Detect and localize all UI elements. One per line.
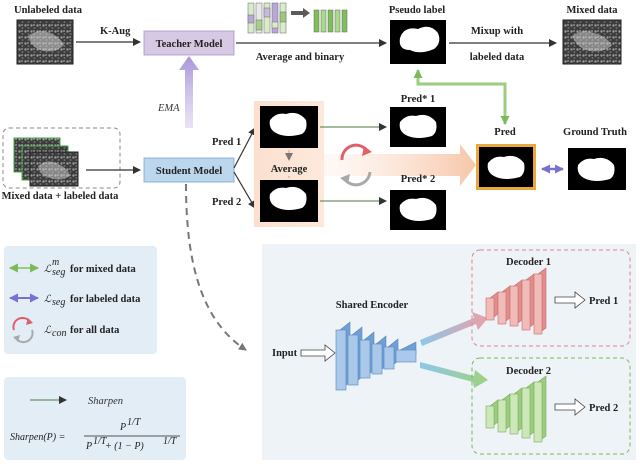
average-label: Average	[271, 164, 308, 175]
input-stack-images	[13, 137, 79, 187]
legend-seg-m-sub: seg	[52, 267, 65, 278]
legend-con-symbol: ℒ	[44, 325, 52, 336]
legend-seg-m-symbol: ℒ	[44, 264, 52, 275]
sharpen-den-a-exp: 1/T	[93, 436, 108, 447]
decoder2-blocks	[485, 375, 547, 443]
legend-box	[4, 246, 157, 354]
sharpen-numerator: P	[119, 422, 126, 433]
pred-image	[476, 144, 536, 190]
pred-star2-image	[390, 190, 446, 230]
ground-truth-image	[568, 148, 626, 190]
decoder1-box	[471, 249, 631, 347]
mixup-line1: Mixup with	[471, 26, 523, 37]
unlabeled-image	[16, 19, 74, 65]
input-arrow	[300, 344, 336, 362]
cycle-arrows-icon	[12, 316, 34, 344]
encoder-to-decoder1-arrow	[420, 312, 488, 346]
sharpen-den-a: P	[85, 441, 92, 452]
decoder2-box	[471, 357, 631, 455]
ema-label: EMA	[157, 103, 180, 114]
student-to-pred1-arrow	[233, 127, 256, 169]
input-label: Input	[272, 348, 298, 359]
kaug-label: K-Aug	[100, 26, 131, 37]
encoder-to-decoder2-arrow	[420, 362, 488, 388]
pred2-image	[260, 180, 318, 222]
input-group-box	[2, 127, 121, 189]
legend-item-seg-mixed: ℒ seg m for mixed data	[9, 257, 136, 278]
legend-seg-m-text: for mixed data	[70, 264, 136, 275]
average-bars-icon	[247, 2, 348, 34]
sharpen-box	[4, 377, 186, 460]
teacher-model-label: Teacher Model	[156, 39, 223, 50]
decoder1-label: Decoder 1	[506, 257, 551, 268]
legend-seg-m-sup: m	[52, 257, 59, 268]
mixed-data-image	[562, 19, 622, 65]
consistency-cycle-icon	[340, 143, 372, 187]
sharpen-lhs: Sharpen(P) =	[10, 432, 65, 443]
pred1-image	[260, 106, 318, 148]
decoder2-pred-label: Pred 2	[589, 403, 618, 414]
mixup-line2: labeled data	[470, 52, 525, 63]
sharpen-den-b: + (1 − P)	[105, 441, 144, 452]
unlabeled-data-label: Unlabeled data	[14, 5, 83, 16]
shared-encoder-blocks	[335, 321, 417, 391]
mixed-plus-labeled-label: Mixed data + labeled data	[2, 191, 120, 202]
legend-item-con: ℒ con for all data	[12, 316, 120, 344]
pseudo-label-image	[390, 20, 446, 64]
pseudo-to-pred-green-arrow	[413, 69, 510, 125]
ground-truth-title: Ground Truth	[563, 127, 627, 138]
student-to-pred2-arrow	[233, 171, 256, 209]
decoder2-label: Decoder 2	[506, 366, 551, 377]
pseudo-label-title: Pseudo label	[389, 5, 445, 16]
decoder2-output-arrow	[554, 398, 586, 416]
student-model-box	[143, 157, 235, 183]
teacher-model-box	[143, 30, 235, 56]
sharpen-den-b-exp: 1/T	[163, 436, 178, 447]
pred-star1-label: Pred* 1	[401, 94, 436, 105]
legend-con-sub: con	[52, 328, 66, 339]
pred-star1-image	[390, 107, 446, 147]
legend-seg-sub: seg	[52, 297, 65, 308]
pred2-label: Pred 2	[212, 197, 241, 208]
decoder1-pred-label: Pred 1	[589, 296, 618, 307]
mixed-data-title: Mixed data	[566, 5, 618, 16]
sharpen-numerator-exp: 1/T	[127, 417, 142, 428]
legend-item-seg-labeled: ℒ seg for labeled data	[9, 293, 141, 308]
shared-encoder-label: Shared Encoder	[336, 300, 409, 311]
decoder1-blocks	[485, 267, 547, 335]
ema-arrow	[179, 56, 199, 128]
average-binary-label: Average and binary	[256, 52, 345, 63]
legend-seg-text: for labeled data	[70, 294, 141, 305]
average-to-pred-big-arrow	[324, 144, 476, 186]
pred1-label: Pred 1	[212, 137, 241, 148]
pred-star2-label: Pred* 2	[401, 174, 436, 185]
student-to-network-dashed-arrow	[185, 183, 247, 351]
pred-title: Pred	[494, 127, 516, 138]
student-model-label: Student Model	[156, 166, 222, 177]
sharpen-arrow-label: Sharpen	[88, 396, 123, 407]
legend-seg-symbol: ℒ	[44, 294, 52, 305]
legend-con-text: for all data	[70, 325, 120, 336]
decoder1-output-arrow	[554, 291, 586, 309]
